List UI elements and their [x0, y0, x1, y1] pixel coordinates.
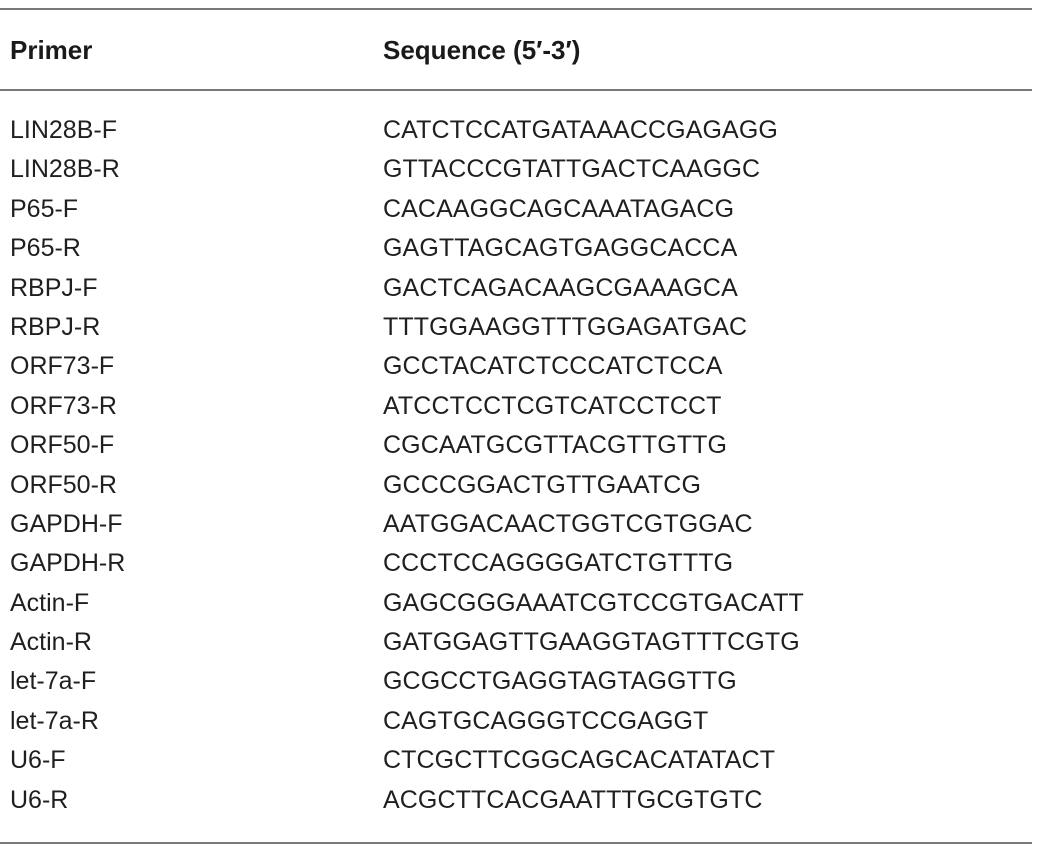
- primer-sequence: CTCGCTTCGGCAGCACATATACT: [383, 746, 776, 775]
- primer-sequence: CATCTCCATGATAAACCGAGAGG: [383, 116, 778, 144]
- primer-name: P65-F: [10, 194, 79, 223]
- table-header-rule: [0, 89, 1032, 91]
- table-row: LIN28B-R GTTACCCGTATTGACTCAAGGC: [0, 150, 1032, 189]
- primer-sequence: GCCCGGACTGTTGAATCG: [383, 470, 701, 499]
- primer-sequence: GCGCCTGAGGTAGTAGGTTG: [383, 667, 737, 696]
- primer-name: LIN28B-R: [10, 155, 120, 184]
- table-row: LIN28B-F CATCTCCATGATAAACCGAGAGG: [0, 111, 1032, 150]
- primer-name: GAPDH-R: [10, 549, 126, 578]
- primer-name: RBPJ-F: [10, 273, 98, 302]
- header-sequence: Sequence (5′-3′): [383, 35, 581, 65]
- primer-name: RBPJ-R: [10, 312, 101, 341]
- table-row: ORF50-R GCCCGGACTGTTGAATCG: [0, 466, 1032, 505]
- primer-sequence: CCCTCCAGGGGATCTGTTTG: [383, 549, 734, 578]
- primer-sequence: GAGCGGGAAATCGTCCGTGACATT: [383, 588, 804, 617]
- primer-name: ORF50-F: [10, 431, 115, 460]
- table-row: Actin-F GAGCGGGAAATCGTCCGTGACATT: [0, 584, 1032, 623]
- primer-sequence: GCCTACATCTCCCATCTCCA: [383, 352, 723, 381]
- table-row: Actin-R GATGGAGTTGAAGGTAGTTTCGTG: [0, 623, 1032, 662]
- table-row: RBPJ-R TTTGGAAGGTTTGGAGATGAC: [0, 308, 1032, 347]
- primer-sequence: GAGTTAGCAGTGAGGCACCA: [383, 234, 738, 263]
- primer-name: P65-R: [10, 234, 81, 263]
- table-top-rule: [0, 8, 1032, 10]
- primer-sequence: GACTCAGACAAGCGAAAGCA: [383, 273, 738, 302]
- table-row: GAPDH-F AATGGACAACTGGTCGTGGAC: [0, 505, 1032, 544]
- primer-name: ORF73-R: [10, 391, 117, 420]
- primer-sequence: CAGTGCAGGGTCCGAGGT: [383, 706, 709, 735]
- table-row: let-7a-F GCGCCTGAGGTAGTAGGTTG: [0, 662, 1032, 701]
- table-header: Primer Sequence (5′-3′): [0, 30, 1032, 70]
- primer-name: LIN28B-F: [10, 116, 117, 144]
- primer-sequence: GTTACCCGTATTGACTCAAGGC: [383, 155, 761, 184]
- primer-name: ORF73-F: [10, 352, 115, 381]
- primer-sequence: CACAAGGCAGCAAATAGACG: [383, 194, 735, 223]
- primer-name: Actin-R: [10, 628, 92, 657]
- table-row: P65-F CACAAGGCAGCAAATAGACG: [0, 190, 1032, 229]
- primer-sequence: ATCCTCCTCGTCATCCTCCT: [383, 391, 722, 420]
- table-row: GAPDH-R CCCTCCAGGGGATCTGTTTG: [0, 544, 1032, 583]
- primer-name: let-7a-R: [10, 706, 99, 735]
- primer-name: let-7a-F: [10, 667, 97, 696]
- table-body: LIN28B-F CATCTCCATGATAAACCGAGAGG LIN28B-…: [0, 111, 1032, 820]
- primer-name: U6-R: [10, 785, 69, 814]
- table-row: ORF73-F GCCTACATCTCCCATCTCCA: [0, 347, 1032, 386]
- primer-name: GAPDH-F: [10, 509, 123, 538]
- table-row: RBPJ-F GACTCAGACAAGCGAAAGCA: [0, 269, 1032, 308]
- primer-name: U6-F: [10, 746, 66, 775]
- primer-sequence: ACGCTTCACGAATTTGCGTGTC: [383, 785, 763, 814]
- primer-name: Actin-F: [10, 588, 90, 617]
- table-row: U6-R ACGCTTCACGAATTTGCGTGTC: [0, 781, 1032, 820]
- table-bottom-rule: [0, 842, 1032, 844]
- primer-sequence: TTTGGAAGGTTTGGAGATGAC: [383, 312, 748, 341]
- table-row: let-7a-R CAGTGCAGGGTCCGAGGT: [0, 702, 1032, 741]
- header-primer: Primer: [10, 35, 93, 65]
- table-row: U6-F CTCGCTTCGGCAGCACATATACT: [0, 741, 1032, 780]
- primer-name: ORF50-R: [10, 470, 117, 499]
- table-row: ORF50-F CGCAATGCGTTACGTTGTTG: [0, 426, 1032, 465]
- primer-sequence: GATGGAGTTGAAGGTAGTTTCGTG: [383, 628, 800, 657]
- table-row: P65-R GAGTTAGCAGTGAGGCACCA: [0, 229, 1032, 268]
- primer-sequence: CGCAATGCGTTACGTTGTTG: [383, 431, 728, 460]
- primer-sequence: AATGGACAACTGGTCGTGGAC: [383, 509, 753, 538]
- table-row: ORF73-R ATCCTCCTCGTCATCCTCCT: [0, 387, 1032, 426]
